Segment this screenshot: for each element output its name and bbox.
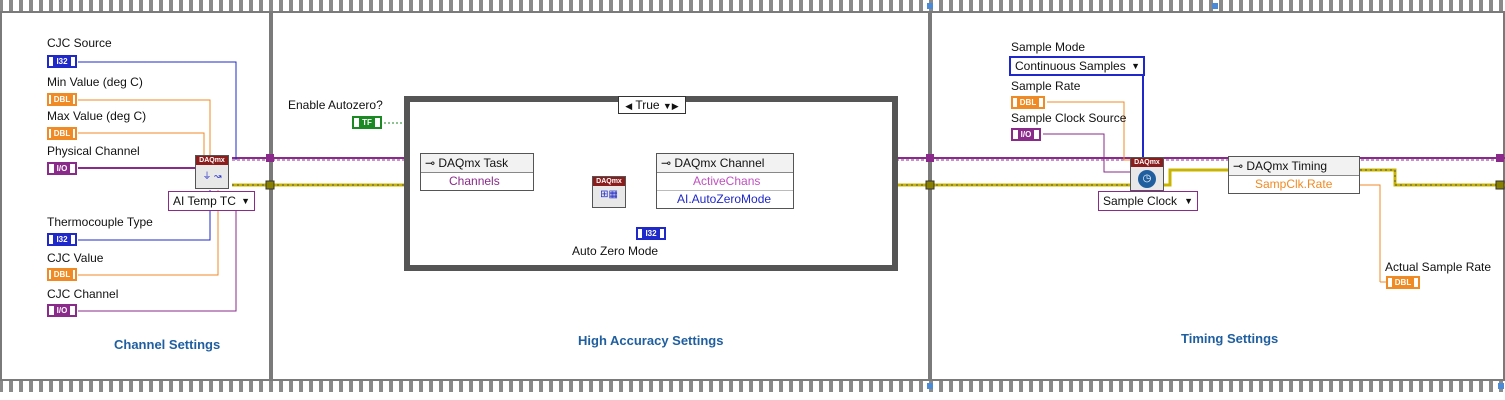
case-selector[interactable]: ◀ True ▼▶ [618,96,686,114]
physical-channel-terminal[interactable]: I/O [47,162,77,175]
terminal-type-label: TF [359,118,375,127]
terminal-type-label: DBL [50,270,74,279]
channel-node-title: DAQmx Channel [674,156,765,170]
channel-node-activechans-row[interactable]: ActiveChans [657,173,793,191]
enable-autozero-label: Enable Autozero? [288,98,383,112]
auto-zero-mode-terminal[interactable]: I32 [636,227,666,240]
clock-icon: ◷ [1138,170,1156,188]
daqmx-vi-header: DAQmx [593,177,625,186]
actual-sample-rate-label: Actual Sample Rate [1385,260,1492,274]
frame-timing-settings[interactable] [930,11,1505,381]
cjc-value-terminal[interactable]: DBL [47,268,77,281]
channel-list-icon: ⊞▦ [600,189,618,200]
channel-settings-title: Channel Settings [114,337,221,352]
terminal-type-label: DBL [50,129,74,138]
terminal-type-label: I32 [53,235,71,244]
thermocouple-icon: ⏚ ↝ [202,171,222,181]
sample-rate-terminal[interactable]: DBL [1011,96,1045,109]
timing-node-sampclk-rate-row[interactable]: SampClk.Rate [1255,177,1333,191]
timing-node-header: ⊸ DAQmx Timing [1229,157,1359,176]
sample-mode-label: Sample Mode [1011,40,1086,54]
channel-node-header: ⊸ DAQmx Channel [657,154,793,173]
sample-clock-selector[interactable]: Sample Clock ▼ [1098,191,1198,211]
sample-clock-source-label: Sample Clock Source [1011,111,1127,125]
enable-autozero-terminal[interactable]: TF [352,116,382,129]
case-prev-icon[interactable]: ◀ [625,101,633,111]
daqmx-timing-property-node[interactable]: ⊸ DAQmx Timing SampClk.Rate [1228,156,1360,194]
cjc-channel-terminal[interactable]: I/O [47,304,77,317]
dropdown-arrow-icon: ▼ [241,196,250,206]
physical-channel-label: Physical Channel [47,144,140,158]
thermocouple-type-terminal[interactable]: I32 [47,233,77,246]
ai-temp-tc-selector[interactable]: AI Temp TC ▼ [168,191,255,211]
daqmx-create-channel-vi[interactable]: DAQmx ⏚ ↝ [195,155,229,189]
terminal-type-label: DBL [1391,278,1415,287]
daqmx-timing-vi[interactable]: DAQmx ◷ [1130,157,1164,191]
auto-zero-mode-label: Auto Zero Mode [572,244,659,258]
thermocouple-type-label: Thermocouple Type [47,215,153,229]
sample-clock-source-terminal[interactable]: I/O [1011,128,1041,141]
max-value-terminal[interactable]: DBL [47,127,77,140]
actual-sample-rate-indicator[interactable]: DBL [1386,276,1420,289]
daqmx-vi-header: DAQmx [196,156,228,165]
frame-corner-marker [927,383,933,389]
daqmx-channel-vi[interactable]: DAQmx ⊞▦ [592,176,626,208]
cjc-source-terminal[interactable]: I32 [47,55,77,68]
high-accuracy-settings-title: High Accuracy Settings [578,333,724,348]
terminal-type-label: DBL [50,95,74,104]
case-dropdown-icon[interactable]: ▼▶ [662,101,679,111]
task-node-channels-row[interactable]: Channels [449,174,500,188]
case-selector-value: True [635,98,660,112]
min-value-terminal[interactable]: DBL [47,93,77,106]
cjc-source-label: CJC Source [47,36,112,50]
dropdown-arrow-icon: ▼ [1184,196,1193,206]
task-node-header: ⊸ DAQmx Task [421,154,533,173]
terminal-type-label: I/O [53,164,71,173]
cjc-value-label: CJC Value [47,251,104,265]
frame-corner-marker [1212,3,1218,9]
channel-node-autozero-row[interactable]: AI.AutoZeroMode [677,192,772,206]
ai-temp-tc-value: AI Temp TC [173,194,236,208]
timing-node-title: DAQmx Timing [1246,159,1328,173]
min-value-label: Min Value (deg C) [47,75,143,89]
sample-mode-value: Continuous Samples [1015,59,1126,73]
sequence-top-filmstrip [0,0,1505,11]
frame-corner-marker [1498,383,1504,389]
sample-rate-label: Sample Rate [1011,79,1081,93]
terminal-type-label: I32 [642,229,660,238]
terminal-type-label: I/O [53,306,71,315]
frame-corner-marker [927,3,933,9]
timing-settings-title: Timing Settings [1181,331,1279,346]
daqmx-vi-header: DAQmx [1131,158,1163,167]
dropdown-arrow-icon: ▼ [1131,61,1140,71]
max-value-label: Max Value (deg C) [47,109,147,123]
sequence-bottom-filmstrip [0,381,1505,392]
cjc-channel-label: CJC Channel [47,287,119,301]
terminal-type-label: DBL [1016,98,1040,107]
sample-mode-selector[interactable]: Continuous Samples ▼ [1009,56,1145,76]
daqmx-task-property-node[interactable]: ⊸ DAQmx Task Channels [420,153,534,191]
sample-clock-value: Sample Clock [1103,194,1178,208]
terminal-type-label: I32 [53,57,71,66]
task-node-title: DAQmx Task [438,156,509,170]
daqmx-channel-property-node[interactable]: ⊸ DAQmx Channel ActiveChans AI.AutoZeroM… [656,153,794,209]
terminal-type-label: I/O [1017,130,1035,139]
